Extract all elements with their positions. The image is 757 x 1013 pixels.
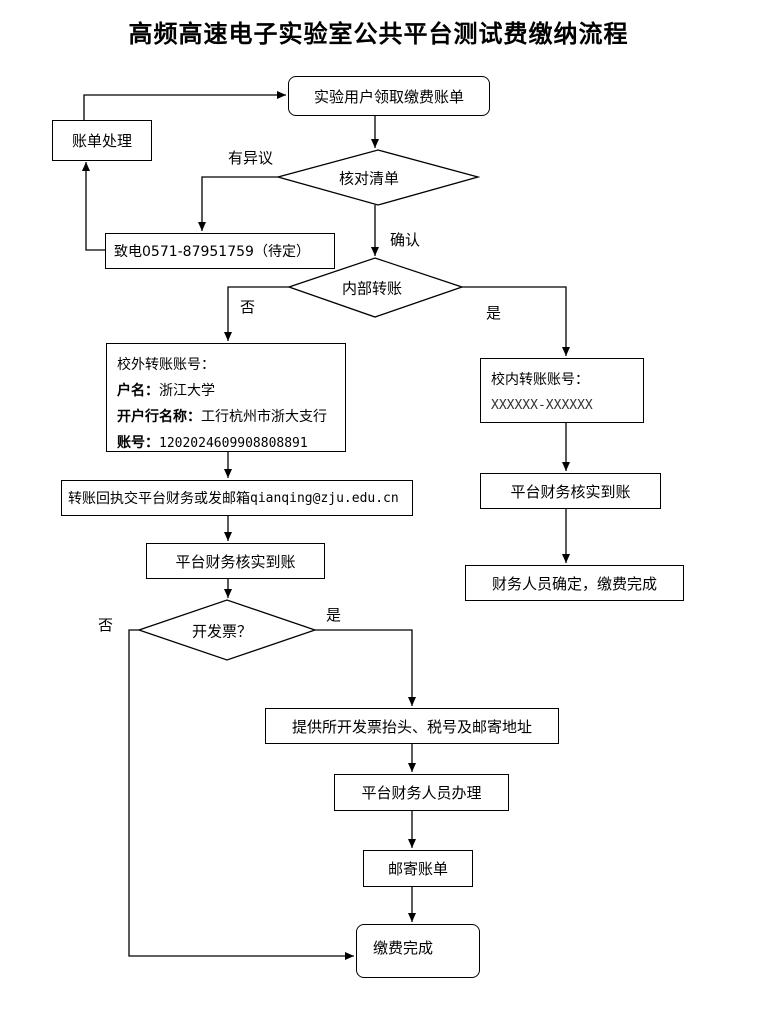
- receive-bill-box: 实验用户领取缴费账单: [288, 76, 490, 116]
- account-number-label: 账号：: [117, 435, 159, 451]
- finance-verify-left-box: 平台财务核实到账: [146, 543, 325, 579]
- payment-done-text: 缴费完成: [373, 939, 434, 957]
- check-list-diamond: [275, 149, 481, 206]
- internal-account-heading: 校内转账账号：: [491, 372, 589, 388]
- invoice-question-label: 开发票？: [191, 622, 253, 641]
- page-title: 高频高速电子实验室公共平台测试费缴纳流程: [128, 19, 629, 48]
- internal-account-value: XXXXXX-XXXXXX: [491, 398, 593, 413]
- objection-label: 有异议: [228, 149, 274, 167]
- call-number-box: 致电0571-87951759（待定）: [105, 233, 335, 269]
- email-address: qianqing@zju.edu.cn: [250, 490, 399, 506]
- call-number-text: 致电0571-87951759（待定）: [114, 244, 310, 260]
- external-account-heading: 校外转账账号：: [117, 357, 215, 373]
- external-account-box: 校外转账账号： 户名：浙江大学 开户行名称：工行杭州市浙大支行 账号：12020…: [106, 343, 346, 452]
- account-number-value: 1202024609908808891: [159, 436, 308, 451]
- yes-internal-label: 是: [486, 304, 502, 322]
- confirm-label: 确认: [390, 231, 421, 249]
- account-name-value: 浙江大学: [159, 383, 215, 399]
- no-internal-label: 否: [240, 298, 256, 316]
- provide-invoice-info-box: 提供所开发票抬头、税号及邮寄地址: [265, 708, 559, 744]
- check-list-label: 核对清单: [338, 169, 400, 188]
- send-receipt-text: 转账回执交平台财务或发邮箱: [68, 491, 250, 507]
- payment-done-box: 缴费完成: [356, 924, 480, 978]
- account-name-label: 户名：: [117, 383, 159, 399]
- bill-processing-box: 账单处理: [52, 120, 152, 161]
- bank-name-label: 开户行名称：: [117, 409, 201, 425]
- mail-bill-box: 邮寄账单: [363, 850, 473, 887]
- no-invoice-label: 否: [98, 616, 114, 634]
- finance-confirm-box: 财务人员确定，缴费完成: [465, 565, 684, 601]
- internal-transfer-label: 内部转账: [341, 279, 403, 298]
- finance-staff-handle-box: 平台财务人员办理: [334, 774, 509, 811]
- finance-verify-right-box: 平台财务核实到账: [480, 473, 661, 509]
- bank-name-value: 工行杭州市浙大支行: [201, 409, 327, 425]
- yes-invoice-label: 是: [326, 606, 342, 624]
- internal-account-box: 校内转账账号： XXXXXX-XXXXXX: [480, 358, 644, 423]
